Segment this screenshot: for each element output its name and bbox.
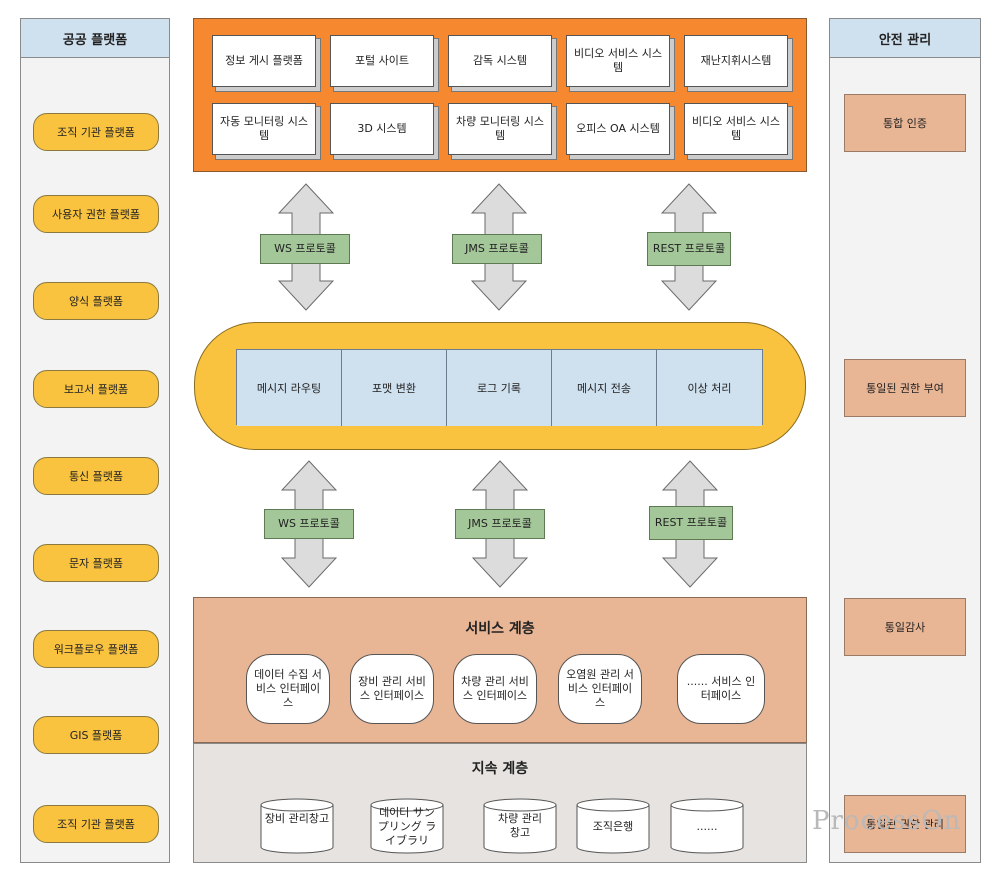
system-card: 차량 모니터링 시스템 <box>448 103 552 155</box>
protocol-label: WS 프로토콜 <box>264 509 354 539</box>
database-icon <box>576 798 650 854</box>
public-platform-title: 공공 플랫폼 <box>21 19 169 58</box>
security-management-title: 안전 관리 <box>830 19 980 58</box>
database-icon <box>370 798 444 854</box>
database-cylinder: ...... <box>670 798 744 854</box>
platform-item: 문자 플랫폼 <box>33 544 159 582</box>
system-card: 오피스 OA 시스템 <box>566 103 670 155</box>
platform-item: 워크플로우 플랫폼 <box>33 630 159 668</box>
protocol-label: REST 프로토콜 <box>649 506 733 540</box>
database-label: 조직은행 <box>592 820 634 833</box>
service-layer: 서비스 계층 데이터 수집 서비스 인터페이스 장비 관리 서비스 인터페이스 … <box>193 597 807 743</box>
system-card: 포털 사이트 <box>330 35 434 87</box>
system-card: 감독 시스템 <box>448 35 552 87</box>
database-label: 차량 관리창고 <box>498 812 542 839</box>
platform-item: 사용자 권한 플랫폼 <box>33 195 159 233</box>
protocol-label: REST 프로토콜 <box>647 232 731 266</box>
service-interface-card: 차량 관리 서비스 인터페이스 <box>453 654 537 724</box>
bus-function-cell: 로그 기록 <box>447 350 552 426</box>
security-item: 통합 인증 <box>844 94 966 152</box>
database-cylinder: 차량 관리창고 <box>483 798 557 854</box>
platform-item: 조직 기관 플랫폼 <box>33 805 159 843</box>
database-icon <box>670 798 744 854</box>
database-cylinder: 조직은행 <box>576 798 650 854</box>
database-label: 데이터 サンプリング ライブラリ <box>377 806 437 847</box>
security-item: 통일된 권한 관리 <box>844 795 966 853</box>
bus-function-cell: 포맷 변환 <box>342 350 447 426</box>
platform-item: 보고서 플랫폼 <box>33 370 159 408</box>
persistence-layer-title: 지속 계층 <box>471 761 529 777</box>
system-card: 비디오 서비스 시스템 <box>566 35 670 87</box>
bus-function-cell: 이상 처리 <box>657 350 762 426</box>
database-cylinder: 장비 관리창고 <box>260 798 334 854</box>
service-layer-title: 서비스 계층 <box>465 621 535 637</box>
security-item: 통일감사 <box>844 598 966 656</box>
security-item: 통일된 권한 부여 <box>844 359 966 417</box>
protocol-label: JMS 프로토콜 <box>455 509 545 539</box>
service-interface-card: 장비 관리 서비스 인터페이스 <box>350 654 434 724</box>
protocol-label: WS 프로토콜 <box>260 234 350 264</box>
public-platform-column: 공공 플랫폼 조직 기관 플랫폼 사용자 권한 플랫폼 양식 플랫폼 보고서 플… <box>20 18 170 863</box>
application-systems-block: 정보 게시 플랫폼 포털 사이트 감독 시스템 비디오 서비스 시스템 재난지휘… <box>193 18 807 172</box>
processon-watermark: ProcessOn <box>812 806 962 836</box>
system-card: 정보 게시 플랫폼 <box>212 35 316 87</box>
database-cylinder: 데이터 サンプリング ライブラリ <box>370 798 444 854</box>
system-card: 비디오 서비스 시스템 <box>684 103 788 155</box>
database-icon <box>260 798 334 854</box>
system-card: 재난지휘시스템 <box>684 35 788 87</box>
service-interface-card: ...... 서비스 인터페이스 <box>677 654 765 724</box>
platform-item: GIS 플랫폼 <box>33 716 159 754</box>
platform-item: 양식 플랫폼 <box>33 282 159 320</box>
database-icon <box>483 798 557 854</box>
platform-item: 통신 플랫폼 <box>33 457 159 495</box>
system-card: 자동 모니터링 시스템 <box>212 103 316 155</box>
persistence-layer: 지속 계층 장비 관리창고 데이터 サンプリング ライブラリ 차량 관리창고 조… <box>193 743 807 863</box>
service-interface-card: 데이터 수집 서비스 인터페이스 <box>246 654 330 724</box>
database-label: 장비 관리창고 <box>264 812 330 825</box>
protocol-label: JMS 프로토콜 <box>452 234 542 264</box>
database-label: ...... <box>696 820 718 833</box>
bus-function-cell: 메시지 라우팅 <box>237 350 342 426</box>
security-management-column: 안전 관리 통합 인증 통일된 권한 부여 통일감사 통일된 권한 관리 <box>829 18 981 863</box>
bus-function-cell: 메시지 전송 <box>552 350 657 426</box>
bus-function-row: 메시지 라우팅 포맷 변환 로그 기록 메시지 전송 이상 처리 <box>236 349 763 426</box>
system-card: 3D 시스템 <box>330 103 434 155</box>
platform-item: 조직 기관 플랫폼 <box>33 113 159 151</box>
service-interface-card: 오염원 관리 서비스 인터페이스 <box>558 654 642 724</box>
